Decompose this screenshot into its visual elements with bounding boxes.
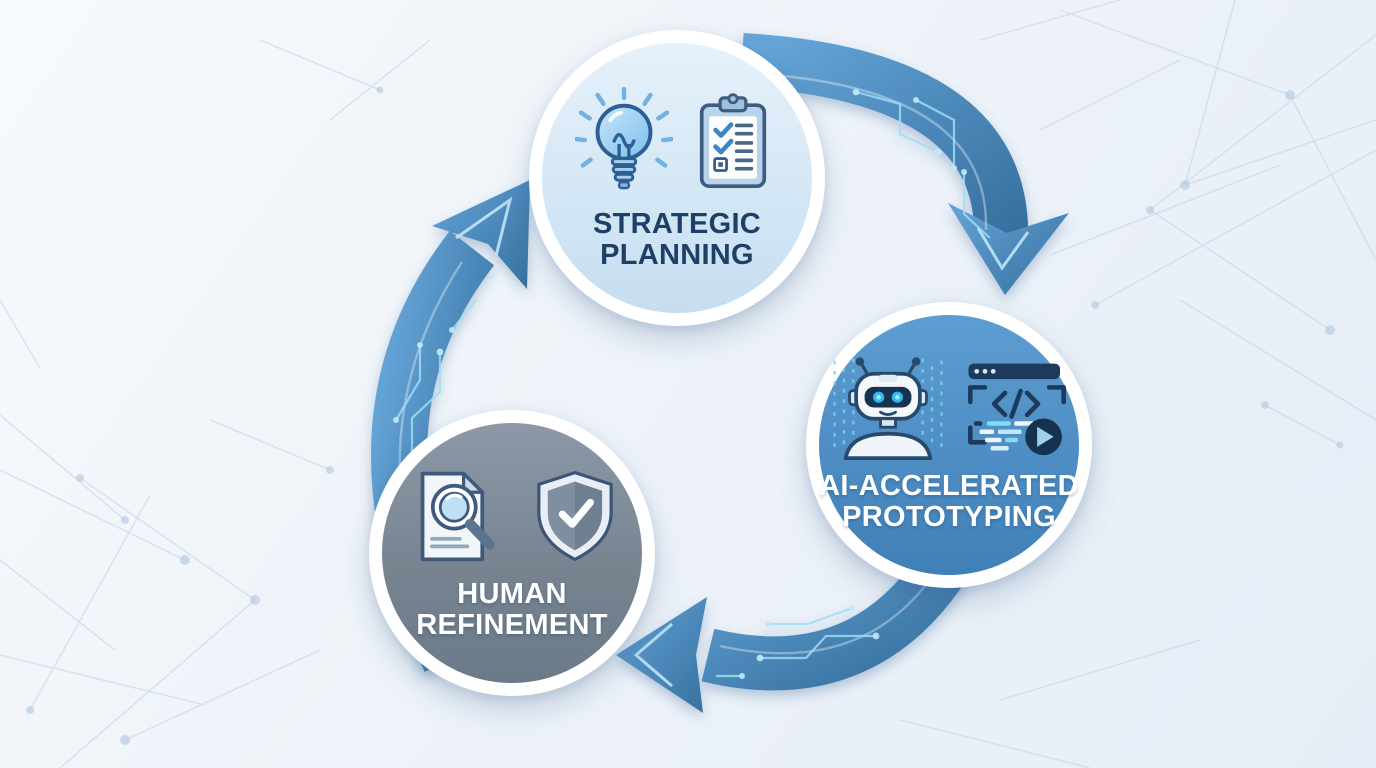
node-strategic-planning-body: STRATEGIC PLANNING xyxy=(542,43,812,313)
node-human-refinement-body: HUMAN REFINEMENT xyxy=(382,423,642,683)
arrow-planning-to-prototyping-icon xyxy=(740,33,1069,295)
checklist-clipboard-icon xyxy=(699,93,767,188)
node-ai-accelerated-prototyping-label-line2: PROTOTYPING xyxy=(842,500,1056,533)
robot-icon xyxy=(833,356,943,460)
node-strategic-planning-label-line2: PLANNING xyxy=(600,238,754,271)
node-ai-accelerated-prototyping-label-line1: AI-ACCELERATED xyxy=(819,470,1079,502)
node-human-refinement-label: HUMAN REFINEMENT xyxy=(416,579,608,640)
node-ai-accelerated-prototyping: AI-ACCELERATED PROTOTYPING xyxy=(806,302,1092,588)
document-review-icon xyxy=(420,471,495,561)
node-strategic-planning: STRATEGIC PLANNING xyxy=(529,30,825,326)
node-human-refinement-label-line1: HUMAN xyxy=(457,578,567,610)
shield-check-icon xyxy=(537,471,613,561)
lightbulb-idea-icon xyxy=(575,86,673,190)
node-ai-accelerated-prototyping-label: AI-ACCELERATED PROTOTYPING xyxy=(819,471,1079,532)
node-strategic-planning-label: STRATEGIC PLANNING xyxy=(593,209,761,270)
node-strategic-planning-label-line1: STRATEGIC xyxy=(592,208,762,240)
node-human-refinement-label-line2: REFINEMENT xyxy=(416,608,608,641)
node-ai-accelerated-prototyping-body: AI-ACCELERATED PROTOTYPING xyxy=(819,315,1079,575)
code-window-play-icon xyxy=(968,363,1066,455)
node-human-refinement: HUMAN REFINEMENT xyxy=(369,410,655,696)
